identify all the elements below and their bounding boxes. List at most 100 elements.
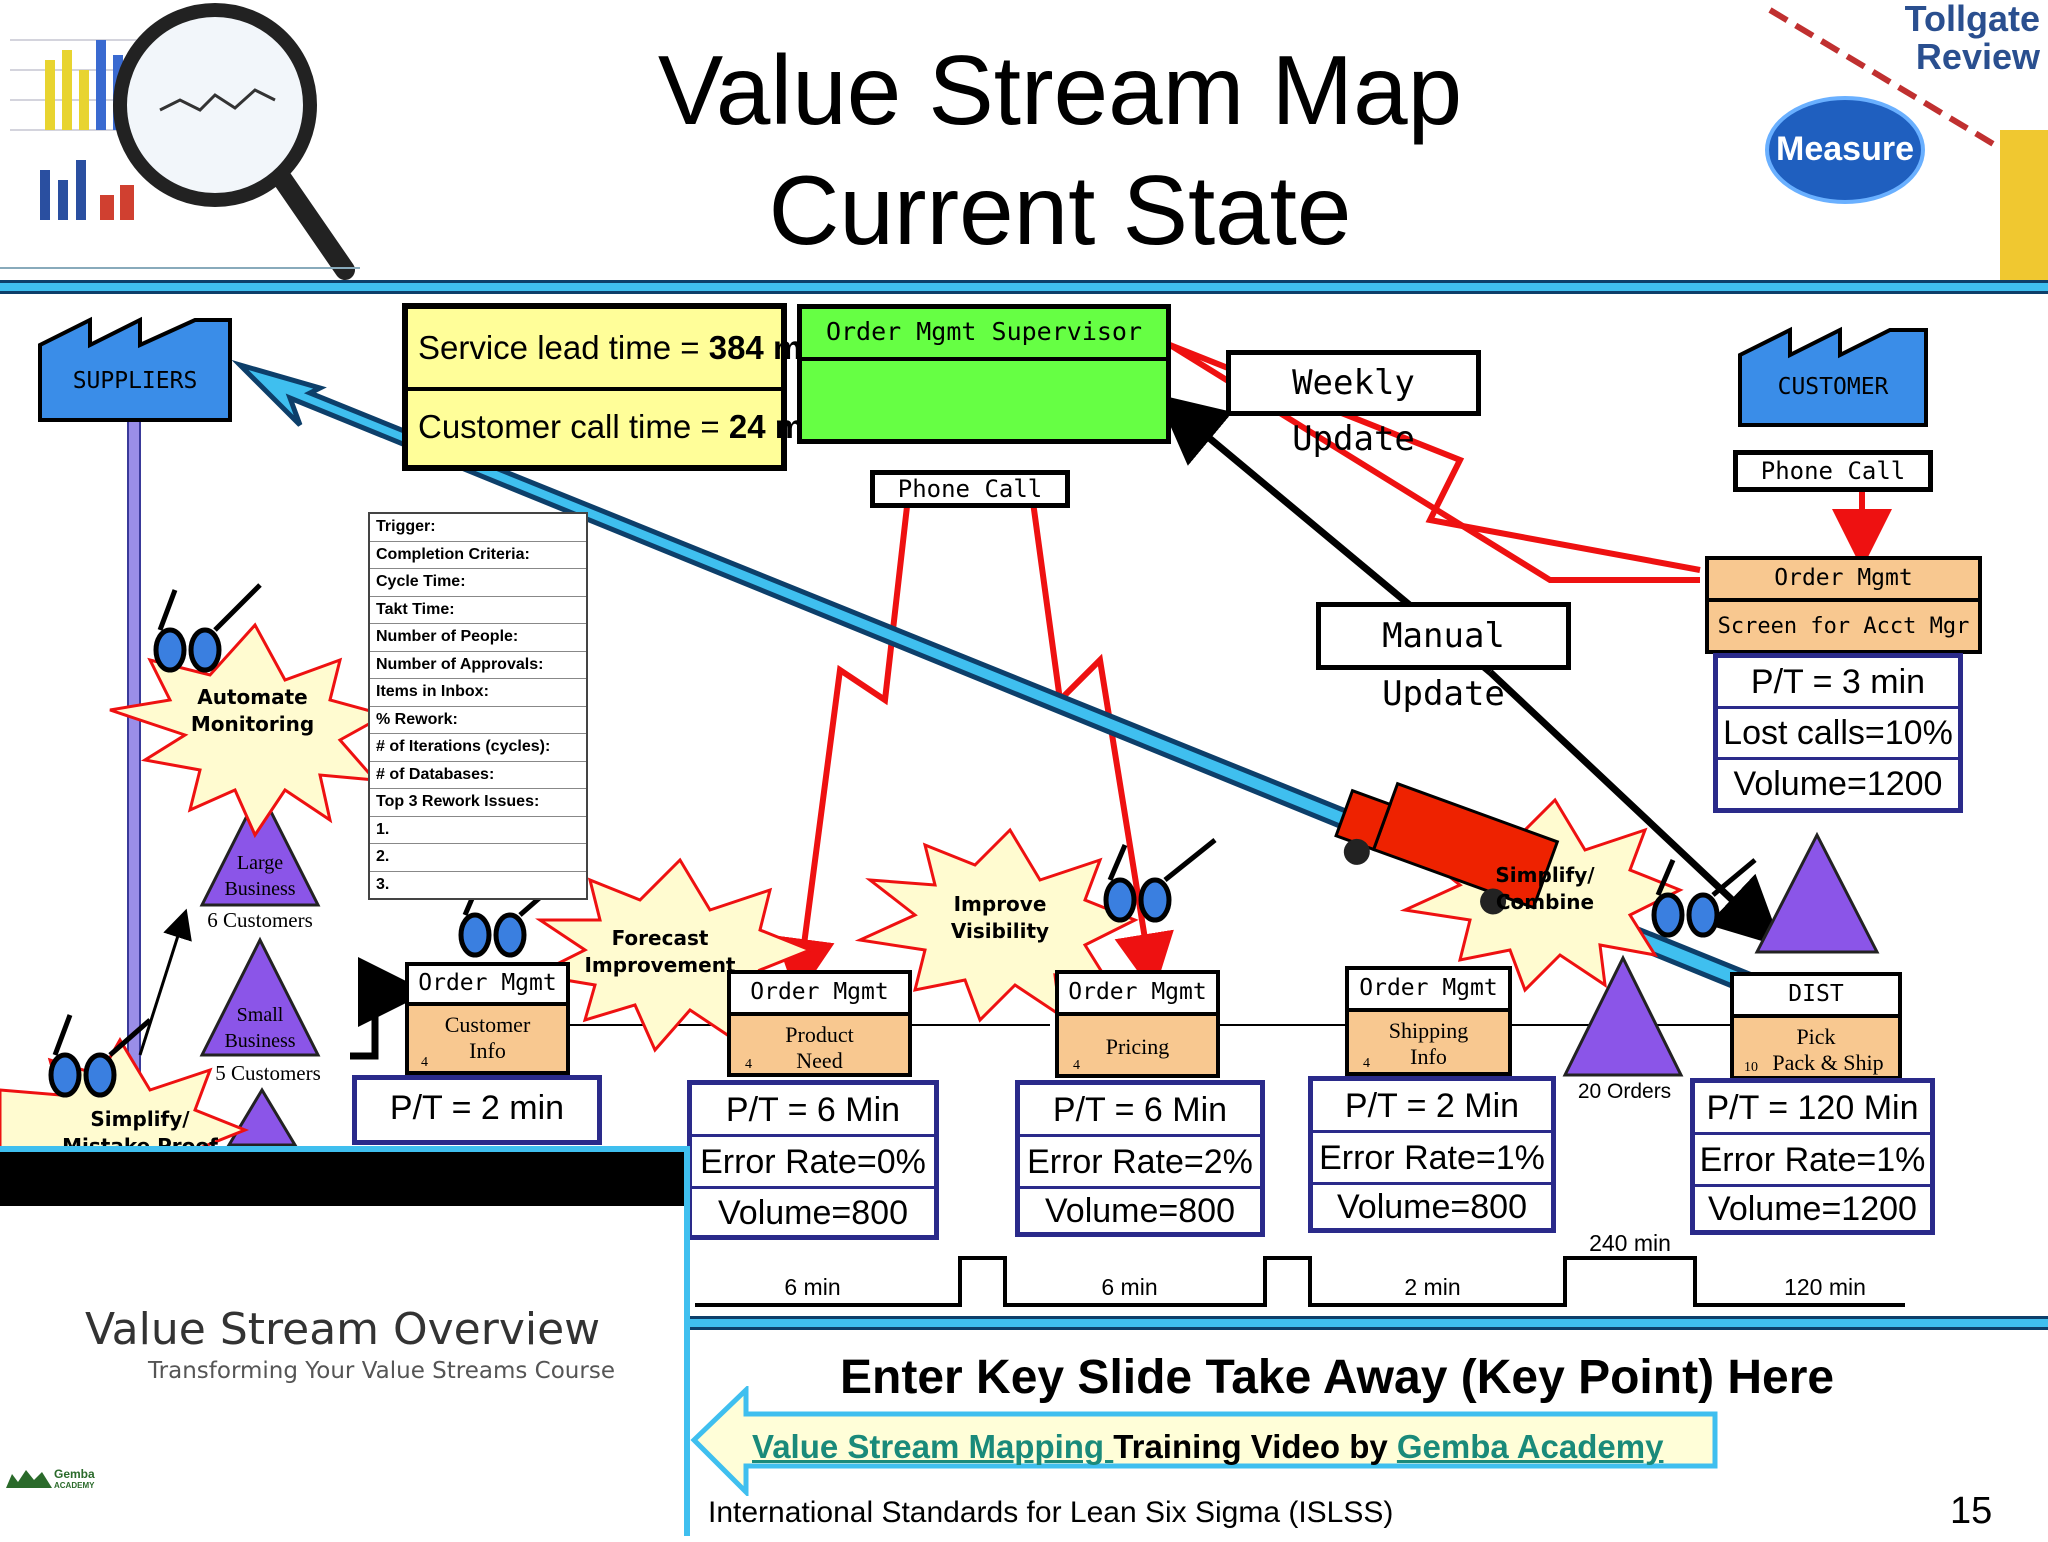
process-line: Info bbox=[469, 1038, 506, 1063]
process-metrics-product-need: P/T = 6 Min Error Rate=0% Volume=800 bbox=[687, 1080, 939, 1240]
checklist-row: 1. bbox=[370, 817, 586, 844]
logo-line: ACADEMY bbox=[54, 1481, 95, 1490]
metric-row: Error Rate=1% bbox=[1695, 1135, 1930, 1187]
process-line: Product bbox=[785, 1022, 854, 1047]
tollgate-label: Tollgate Review bbox=[1870, 0, 2040, 76]
checklist-row: Items in Inbox: bbox=[370, 679, 586, 707]
process-box-pricing: Order Mgmt Pricing 4 bbox=[1055, 970, 1220, 1078]
operator-count: 4 bbox=[1363, 1056, 1370, 1071]
video-thumbnail[interactable]: Value Stream Overview Transforming Your … bbox=[0, 1146, 690, 1542]
video-frame: Value Stream Overview Transforming Your … bbox=[0, 1206, 684, 1542]
phone-call-center-label: Phone Call bbox=[870, 470, 1070, 508]
triangle-text: Small bbox=[236, 1004, 284, 1026]
process-checklist: Trigger: Completion Criteria: Cycle Time… bbox=[368, 512, 588, 900]
page-number: 15 bbox=[1950, 1490, 1993, 1532]
training-middle: Training Video by bbox=[1113, 1428, 1397, 1465]
process-title: Order Mgmt bbox=[731, 974, 908, 1016]
checklist-row: 2. bbox=[370, 844, 586, 872]
dist-triangle bbox=[1754, 831, 1880, 954]
triangle-text: Large bbox=[236, 852, 284, 874]
operator-count: 4 bbox=[745, 1057, 752, 1072]
process-line: Need bbox=[796, 1048, 843, 1073]
triangle-text: Business bbox=[224, 1030, 296, 1052]
metric-row: P/T = 3 min bbox=[1718, 658, 1958, 709]
customer-factory-icon bbox=[1738, 326, 1928, 427]
process-line: Pricing bbox=[1105, 1034, 1170, 1059]
key-point-text: Enter Key Slide Take Away (Key Point) He… bbox=[840, 1351, 1835, 1404]
suppliers-factory-icon bbox=[38, 316, 232, 422]
measure-badge-icon bbox=[1765, 96, 1925, 204]
customer-label: CUSTOMER bbox=[1777, 374, 1889, 400]
header-divider bbox=[0, 280, 2048, 294]
title-line-1: Value Stream Map bbox=[657, 35, 1463, 145]
timeline-label: 6 min bbox=[784, 1274, 841, 1300]
operator-count: 4 bbox=[421, 1055, 428, 1070]
phone-call-customer-label: Phone Call bbox=[1733, 450, 1933, 492]
process-metrics-pricing: P/T = 6 Min Error Rate=2% Volume=800 bbox=[1015, 1080, 1265, 1237]
glasses-icon bbox=[1103, 838, 1217, 923]
timeline-wait-label: 240 min bbox=[1589, 1230, 1671, 1256]
truck-icon bbox=[1334, 781, 1560, 915]
metric-row: Volume=1200 bbox=[1733, 765, 1943, 803]
metric-row: Volume=1200 bbox=[1708, 1190, 1917, 1228]
checklist-row: # of Databases: bbox=[370, 762, 586, 789]
title-line-2: Current State bbox=[768, 155, 1352, 265]
timeline-label: 120 min bbox=[1784, 1274, 1866, 1300]
callout-arrow bbox=[690, 1384, 1720, 1501]
logo-line: Gemba bbox=[54, 1467, 95, 1481]
triangle-text: Business bbox=[224, 878, 296, 900]
gemba-logo-icon bbox=[6, 1468, 52, 1488]
value-stream-mapping-link[interactable]: Value Stream Mapping bbox=[752, 1428, 1114, 1465]
checklist-row: Number of People: bbox=[370, 624, 586, 652]
checklist-row: Number of Approvals: bbox=[370, 652, 586, 679]
checklist-row: Completion Criteria: bbox=[370, 542, 586, 569]
metric-row: P/T = 120 Min bbox=[1695, 1083, 1930, 1135]
suppliers-label: SUPPLIERS bbox=[72, 368, 198, 394]
burst-line: Monitoring bbox=[190, 712, 315, 736]
supervisor-title: Order Mgmt Supervisor bbox=[802, 309, 1166, 361]
tollgate-label-line1: Tollgate bbox=[1904, 0, 2040, 39]
supervisor-box: Order Mgmt Supervisor bbox=[797, 304, 1171, 444]
metric-row: P/T = 2 min bbox=[389, 1089, 565, 1127]
metric-row: Volume=800 bbox=[718, 1194, 908, 1232]
burst-line: Simplify/ bbox=[90, 1107, 190, 1131]
metric-row: Error Rate=0% bbox=[692, 1137, 934, 1189]
checklist-row: Takt Time: bbox=[370, 597, 586, 624]
burst-line: Improvement bbox=[584, 953, 736, 977]
glasses-icon bbox=[153, 583, 262, 673]
process-body: Pricing bbox=[1059, 1016, 1216, 1060]
glasses-icon bbox=[1651, 858, 1757, 938]
gemba-academy-link[interactable]: Gemba Academy bbox=[1396, 1428, 1664, 1465]
metric-row: P/T = 6 Min bbox=[692, 1085, 934, 1137]
footer-divider bbox=[690, 1316, 2048, 1330]
checklist-row: 3. bbox=[376, 875, 390, 893]
metric-row: Volume=800 bbox=[1045, 1192, 1235, 1230]
metric-row: P/T = 2 Min bbox=[1313, 1081, 1551, 1133]
operator-count: 4 bbox=[1073, 1058, 1080, 1073]
call-time-label: Customer call time = bbox=[418, 408, 729, 445]
large-customers-label: 6 Customers bbox=[207, 908, 313, 932]
tollgate-graphic: Tollgate Review Measure bbox=[1750, 0, 2048, 280]
metric-row: Error Rate=2% bbox=[1020, 1137, 1260, 1189]
burst-line: Mistake Proof bbox=[62, 1134, 218, 1146]
magnifier-icon bbox=[113, 3, 317, 207]
video-subtitle: Transforming Your Value Streams Course bbox=[148, 1358, 615, 1384]
timeline-label: 6 min bbox=[1101, 1274, 1158, 1300]
small-customers-label: 5 Customers bbox=[215, 1061, 321, 1085]
large-business-triangle bbox=[199, 786, 321, 907]
manual-update-label: Manual Update bbox=[1316, 602, 1571, 714]
operator-count: 10 bbox=[1744, 1060, 1758, 1075]
customer-process-metrics: P/T = 3 min Lost calls=10% Volume=1200 bbox=[1713, 653, 1963, 813]
orders-triangle bbox=[1562, 954, 1684, 1077]
mistake-burst-label: Simplify/Mistake Proof bbox=[60, 1106, 220, 1146]
metric-row: Lost calls=10% bbox=[1718, 709, 1958, 760]
forecast-burst bbox=[530, 857, 815, 1053]
summary-box: Service lead time = 384 min Customer cal… bbox=[402, 303, 833, 471]
